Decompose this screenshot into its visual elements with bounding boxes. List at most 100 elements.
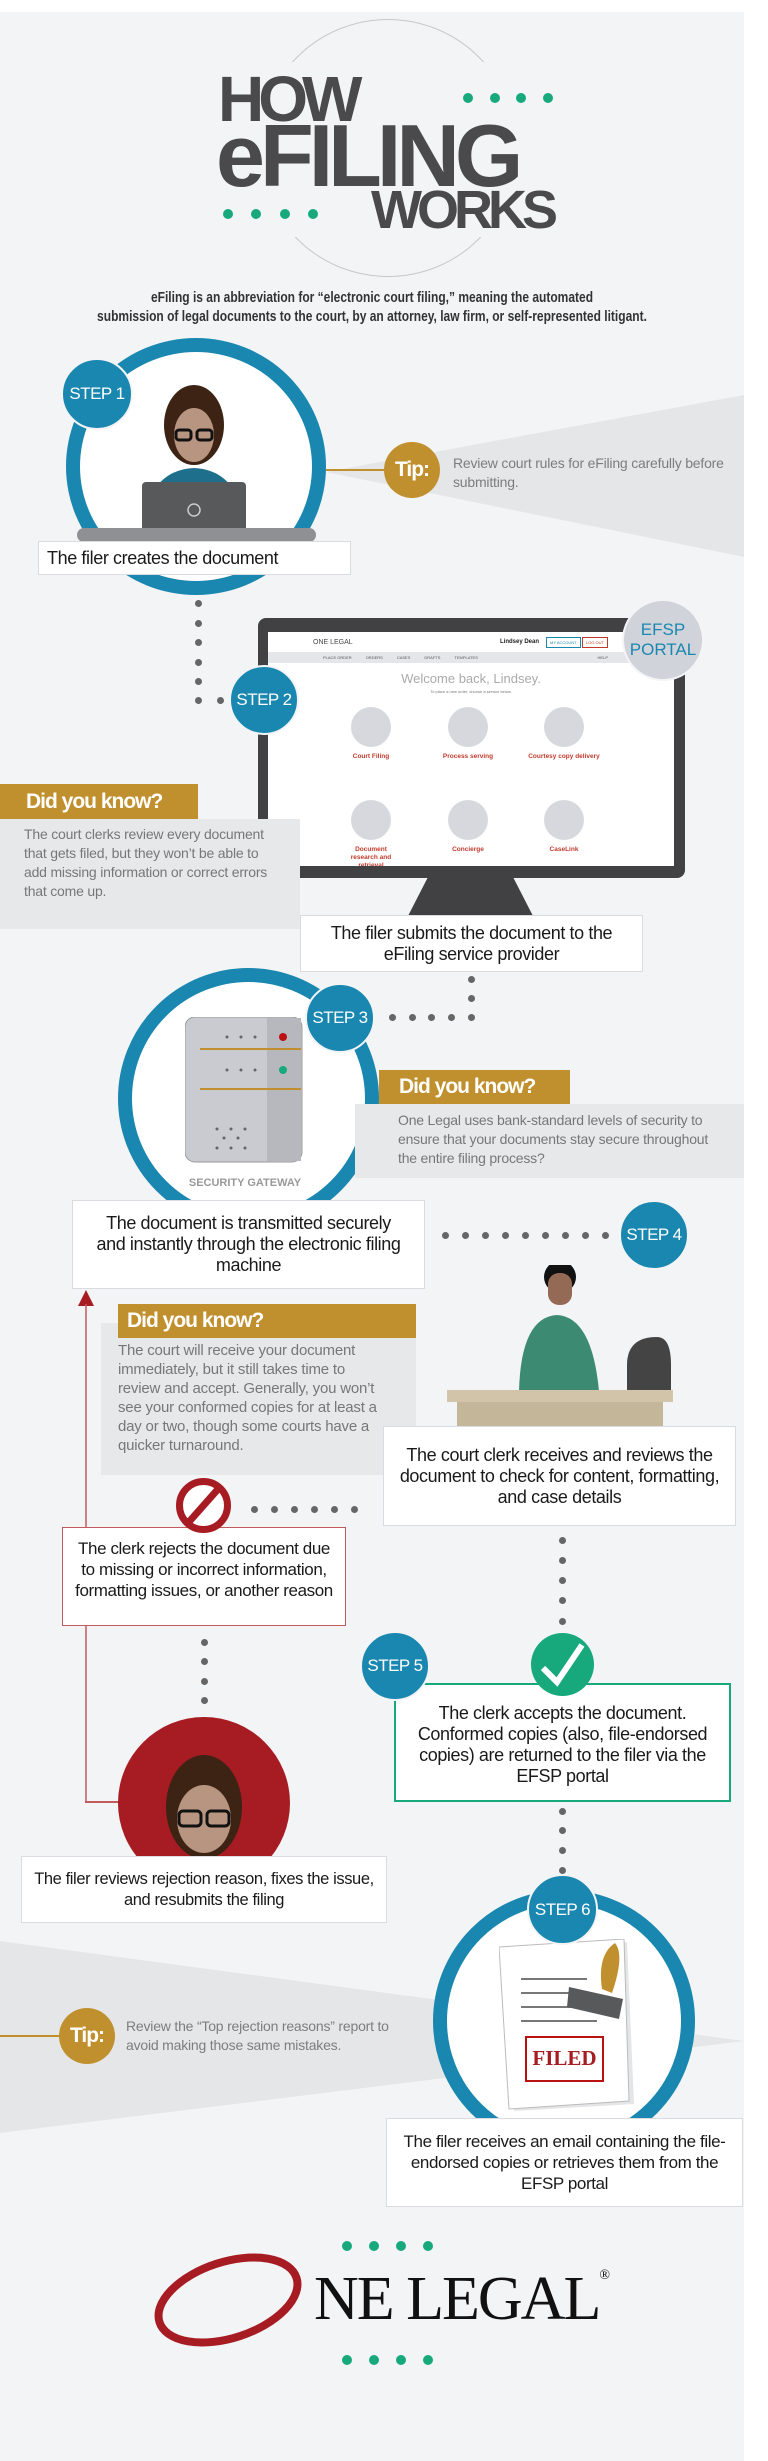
intro-text: eFiling is an abbreviation for “electron… — [0, 288, 744, 326]
infographic: HOW eFILING WORKS eFiling is an abbrevia… — [0, 0, 744, 2461]
connector-dot — [200, 1657, 208, 1665]
connector-dot — [270, 1505, 278, 1513]
connector-dot — [200, 1677, 208, 1685]
connector-dot — [467, 1013, 475, 1021]
portal-welcome: Welcome back, Lindsey. — [401, 671, 541, 686]
efsp-line-1: EFSP — [640, 620, 686, 639]
portal-screen: ONE LEGAL Lindsey Dean MY ACCOUNT LOG OU… — [268, 632, 674, 866]
filer-illustration — [142, 385, 246, 540]
service-court-filing[interactable]: Court Filing — [316, 707, 426, 761]
file-cabinet-icon — [351, 800, 391, 840]
service-caselink[interactable]: CaseLink — [509, 800, 619, 854]
step1-badge: STEP 1 — [61, 358, 133, 430]
connector-dot — [194, 638, 202, 646]
top-margin — [0, 0, 744, 12]
intro-line-1: eFiling is an abbreviation for “electron… — [150, 289, 594, 306]
connector-dot — [558, 1807, 566, 1815]
portal-subtitle: To place a new order, choose a service b… — [430, 689, 512, 694]
title-efiling: eFILING — [216, 106, 523, 205]
service-label: Concierge — [452, 846, 484, 853]
step6-badge: STEP 6 — [527, 1874, 598, 1945]
connector-dot — [200, 1638, 208, 1646]
courthouse-icon — [544, 707, 584, 747]
portal-logo: ONE LEGAL — [313, 639, 353, 646]
decorative-green-dot — [369, 2241, 379, 2251]
connector-dot — [194, 619, 202, 627]
nav-help[interactable]: HELP — [597, 655, 608, 660]
decorative-green-dot — [543, 93, 553, 103]
nav-cases[interactable]: CASES — [396, 655, 411, 660]
caption-accept: The clerk accepts the document. Conforme… — [394, 1683, 731, 1802]
connector-dot — [558, 1617, 566, 1625]
connector-dot — [194, 696, 202, 704]
connector-dot — [581, 1231, 589, 1239]
service-process-serving[interactable]: Process serving — [413, 707, 523, 761]
connector-dot — [558, 1866, 566, 1874]
court-clerk-illustration — [447, 1265, 673, 1426]
connector-dot — [408, 1013, 416, 1021]
service-label: Courtesy copy delivery — [528, 753, 600, 760]
connector-dot — [310, 1505, 318, 1513]
title-mask — [215, 62, 560, 237]
prohibited-icon — [176, 1478, 231, 1533]
filed-document-illustration — [499, 1939, 634, 2111]
security-gateway-label: SECURITY GATEWAY — [188, 1177, 302, 1189]
connector-dot — [250, 1505, 258, 1513]
portal-nav: PLACE ORDER ORDERS CASES DRAFTS TEMPLATES HE… — [268, 652, 674, 663]
service-concierge[interactable]: Concierge — [413, 800, 523, 854]
connector-dot — [461, 1231, 469, 1239]
decorative-green-dot — [423, 2355, 433, 2365]
connector-dot — [561, 1231, 569, 1239]
title-how: HOW — [218, 63, 362, 135]
did-you-know-heading-1: Did you know? — [0, 784, 198, 819]
service-document-research[interactable]: Document research and retrieval — [316, 800, 426, 866]
cloud-icon — [544, 800, 584, 840]
decorative-green-dot — [396, 2355, 406, 2365]
service-label: CaseLink — [549, 846, 579, 853]
step3-badge: STEP 3 — [305, 983, 375, 1053]
decorative-green-dot — [342, 2355, 352, 2365]
return-arrow-foot — [85, 1801, 121, 1803]
did-you-know-heading-3: Did you know? — [118, 1304, 416, 1338]
connector-dot — [447, 1013, 455, 1021]
checkmark-icon — [531, 1633, 594, 1696]
connector-dot — [467, 975, 475, 983]
caption-step1: The filer creates the document — [38, 541, 351, 575]
connector-dot — [441, 1231, 449, 1239]
connector-dot — [350, 1505, 358, 1513]
caption-reject: The clerk rejects the document due to mi… — [62, 1527, 346, 1626]
efsp-line-2: PORTAL — [629, 640, 697, 659]
nav-templates[interactable]: TEMPLATES — [454, 655, 478, 660]
step2-badge: STEP 2 — [229, 665, 299, 735]
court-filing-icon — [351, 707, 391, 747]
did-you-know-heading-2: Did you know? — [379, 1070, 570, 1104]
filer-resubmit-illustration — [166, 1755, 242, 1859]
tip-connector-2 — [0, 2035, 60, 2037]
logout-button[interactable]: LOG OUT — [582, 637, 609, 648]
did-you-know-text-2: One Legal uses bank-standard levels of s… — [355, 1104, 744, 1178]
nav-drafts[interactable]: DRAFTS — [424, 655, 441, 660]
service-label: Court Filing — [352, 753, 390, 760]
nav-place-order[interactable]: PLACE ORDER — [323, 655, 352, 660]
tip-beam — [326, 395, 744, 557]
connector-dot — [194, 677, 202, 685]
connector-dot — [501, 1231, 509, 1239]
connector-dot — [558, 1846, 566, 1854]
connector-dot — [194, 658, 202, 666]
caption-resubmit: The filer reviews rejection reason, fixe… — [21, 1856, 387, 1923]
decorative-green-dot — [251, 209, 261, 219]
connector-dot — [558, 1556, 566, 1564]
connector-dot — [541, 1231, 549, 1239]
logo-wordmark: NE LEGAL — [314, 2265, 601, 2333]
connector-dot — [558, 1596, 566, 1604]
connector-dot — [601, 1231, 609, 1239]
service-courtesy-copy[interactable]: Courtesy copy delivery — [509, 707, 619, 761]
decorative-green-dot — [490, 93, 500, 103]
process-serving-icon — [448, 707, 488, 747]
decorative-green-dot — [308, 209, 318, 219]
decorative-green-dot — [396, 2241, 406, 2251]
connector-dot — [330, 1505, 338, 1513]
my-account-button[interactable]: MY ACCOUNT — [546, 637, 581, 648]
nav-orders[interactable]: ORDERS — [365, 655, 383, 660]
decorative-green-dot — [280, 209, 290, 219]
